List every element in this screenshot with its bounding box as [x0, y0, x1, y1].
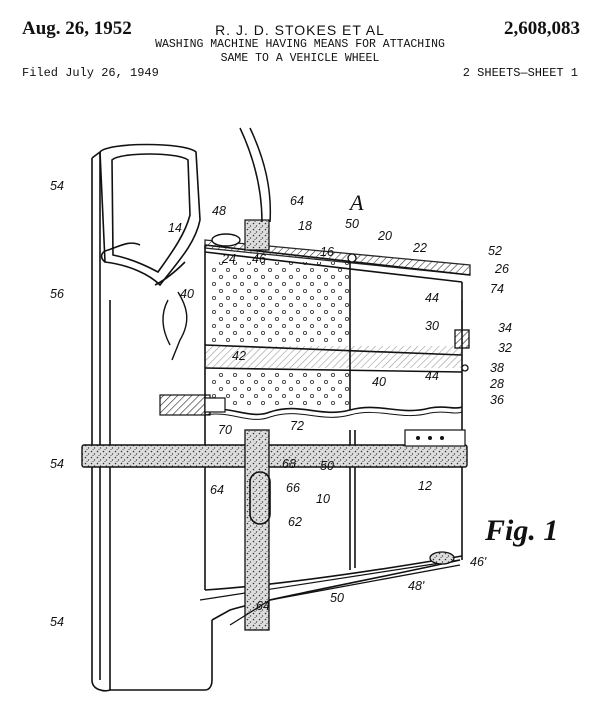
sheet-count: 2 SHEETS—SHEET 1	[462, 66, 578, 80]
mounting-straps	[81, 429, 468, 631]
drain-fitting	[159, 394, 226, 416]
ref-26: 26	[494, 262, 509, 276]
ref-38: 38	[490, 361, 504, 375]
ref-64-lower: 64	[256, 599, 270, 613]
ref-40-right: 40	[372, 375, 386, 389]
divider-42	[205, 346, 462, 368]
ref-18: 18	[298, 219, 312, 233]
ref-56: 56	[50, 287, 64, 301]
ref-52: 52	[488, 244, 502, 258]
ref-54-lower: 54	[50, 615, 64, 629]
ref-24: 24	[221, 252, 236, 266]
patent-date: Aug. 26, 1952	[22, 18, 132, 39]
ref-46-prime: 46'	[470, 555, 487, 569]
ref-12: 12	[418, 479, 432, 493]
ref-64-top: 64	[290, 194, 304, 208]
ref-66: 66	[286, 481, 300, 495]
ref-20: 20	[377, 229, 392, 243]
patent-number: 2,608,083	[504, 18, 580, 39]
ref-10: 10	[316, 492, 330, 506]
ref-42: 42	[232, 349, 246, 363]
wheel-tire	[91, 143, 213, 692]
ref-22: 22	[412, 241, 427, 255]
ref-34: 34	[498, 321, 512, 335]
ref-16: 16	[320, 245, 334, 259]
ref-14: 14	[168, 221, 182, 235]
ref-48: 48	[212, 204, 226, 218]
ref-28: 28	[489, 377, 504, 391]
ref-50-lower: 50	[330, 591, 344, 605]
section-marker-a: A	[348, 190, 364, 215]
ref-54-upper: 54	[50, 179, 64, 193]
ref-44-upper: 44	[425, 291, 439, 305]
side-latch	[454, 300, 470, 372]
ref-48-prime: 48'	[408, 579, 425, 593]
ref-46: 46	[252, 252, 266, 266]
bottom-foot	[429, 551, 455, 565]
lid-assembly	[204, 219, 471, 276]
valve-stem	[162, 291, 188, 361]
ref-62: 62	[288, 515, 302, 529]
perforated-basket-lower	[212, 372, 350, 408]
ref-50-middle: 50	[320, 459, 334, 473]
ref-70: 70	[218, 423, 232, 437]
perforated-basket-upper	[212, 262, 350, 344]
ref-50-top: 50	[345, 217, 359, 231]
ref-64-middle: 64	[210, 483, 224, 497]
ref-54-middle: 54	[50, 457, 64, 471]
ref-36: 36	[490, 393, 504, 407]
ref-44-lower: 44	[425, 369, 439, 383]
ref-72: 72	[290, 419, 304, 433]
ref-74: 74	[490, 282, 504, 296]
ref-30: 30	[425, 319, 439, 333]
filing-date: Filed July 26, 1949	[22, 66, 159, 80]
inventors: R. J. D. STOKES ET AL	[215, 22, 385, 38]
ref-32: 32	[498, 341, 512, 355]
patent-title-line-2: SAME TO A VEHICLE WHEEL	[220, 52, 380, 65]
hose	[239, 127, 272, 223]
patent-title-line-1: WASHING MACHINE HAVING MEANS FOR ATTACHI…	[155, 38, 445, 51]
figure-label: Fig. 1	[484, 514, 558, 547]
ref-40-left: 40	[180, 287, 194, 301]
ref-68: 68	[282, 457, 296, 471]
